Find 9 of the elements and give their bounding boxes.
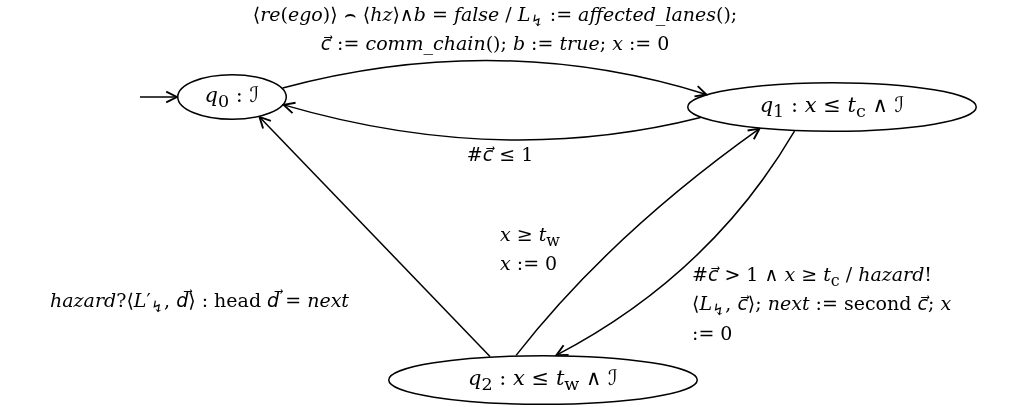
arrow xyxy=(282,101,702,141)
arrow xyxy=(258,115,491,358)
arrow xyxy=(139,90,178,104)
state-label: q$_{0}$ : ℐ xyxy=(204,82,260,112)
arrow xyxy=(281,59,708,98)
arrow xyxy=(555,130,796,357)
state-label: q$_{1}$ : x ≤ t$_{c}$ ∧ ℐ xyxy=(759,92,905,122)
state-label: q$_{2}$ : x ≤ t$_{w}$ ∧ ℐ xyxy=(468,365,618,395)
arrow xyxy=(515,127,761,357)
